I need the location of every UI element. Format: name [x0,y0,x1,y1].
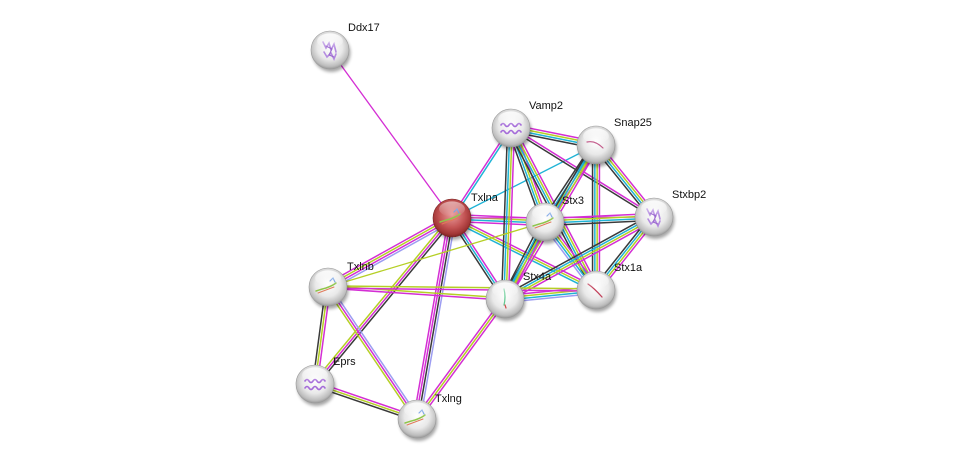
node-highlight [439,201,465,217]
node-stx3[interactable]: Stx3 [525,195,584,244]
evidence-line-yellow-green [327,216,452,287]
node-snap25[interactable]: Snap25 [576,117,652,167]
evidence-line-black [316,218,455,386]
edge-txlna-txlng[interactable] [412,217,457,420]
evidence-line-yellow-green [505,217,655,301]
edge-snap25-stx1a[interactable] [591,145,601,290]
node-highlight [302,367,328,383]
node-stx4a[interactable]: Stx4a [485,271,552,321]
node-txlna[interactable]: Txlna [432,192,499,240]
edge-txlna-ddx17[interactable] [329,49,453,219]
edge-txlnb-txlng[interactable] [325,285,420,421]
edge-txlna-snap25[interactable] [451,144,597,219]
node-label: Ddx17 [348,22,380,34]
evidence-line-magenta [327,287,596,292]
edge-txlna-eprs[interactable] [312,216,455,386]
evidence-line-cyan [503,127,511,299]
evidence-line-lavender [329,220,455,291]
node-label: Txlnb [347,261,374,273]
node-ddx17[interactable]: Ddx17 [310,22,380,72]
structure-glyph [406,418,424,426]
evidence-line-magenta [414,297,504,419]
evidence-line-magenta [325,214,451,285]
evidence-line-magenta [327,287,505,301]
edge-stx3-txlnb[interactable] [327,221,546,288]
node-label: Stx1a [614,262,643,274]
node-txlnb[interactable]: Txlnb [308,261,374,309]
evidence-line-yellow-green [327,221,546,288]
node-label: Snap25 [614,117,652,129]
edge-layer [311,49,658,422]
structure-glyph [500,129,522,135]
evidence-line-yellow-green [312,216,451,384]
node-label: Stx4a [523,271,552,283]
node-highlight [641,200,667,216]
evidence-line-cyan [451,144,597,219]
edge-stx1a-txlnb[interactable] [327,285,597,292]
structure-glyph [317,286,335,294]
node-label: Stxbp2 [672,189,706,201]
edge-txlna-txlnb[interactable] [325,214,455,291]
evidence-line-magenta [328,218,453,289]
evidence-line-black [500,127,509,299]
node-label: Stx3 [562,195,584,207]
structure-glyph [504,304,507,309]
evidence-line-yellow-green [416,298,506,420]
node-txlng[interactable]: Txlng [397,393,462,441]
evidence-line-magenta [418,299,508,421]
node-stxbp2[interactable]: Stxbp2 [634,189,706,239]
evidence-line-magenta [507,128,516,300]
evidence-line-magenta [415,217,452,419]
evidence-line-cyan [504,215,654,299]
node-label: Eprs [333,356,356,368]
node-eprs[interactable]: Eprs [295,356,356,406]
evidence-line-yellow-green [328,285,597,290]
evidence-line-black [502,213,653,297]
node-highlight [317,33,343,49]
node-vamp2[interactable]: Vamp2 [491,100,563,150]
evidence-line-yellow-green [505,128,513,300]
node-highlight [583,128,609,144]
node-stx1a[interactable]: Stx1a [576,262,643,312]
evidence-line-lavender [419,218,457,420]
structure-glyph [304,385,326,391]
node-highlight [315,270,341,286]
structure-glyph [534,221,552,229]
edge-vamp2-stx4a[interactable] [500,127,516,300]
evidence-line-magenta [329,49,453,219]
evidence-line-magenta [412,217,450,419]
structure-glyph [441,217,459,225]
edge-stx4a-txlng[interactable] [414,297,508,421]
node-label: Txlng [435,393,462,405]
evidence-line-magenta [327,286,418,420]
node-highlight [583,273,609,289]
node-highlight [498,111,524,127]
evidence-line-yellow-green [325,287,416,421]
node-highlight [404,402,430,418]
node-highlight [532,205,558,221]
node-highlight [492,282,518,298]
node-label: Vamp2 [529,100,563,112]
evidence-line-magenta [314,217,453,385]
evidence-line-lavender [329,285,420,419]
node-label: Txlna [471,192,499,204]
